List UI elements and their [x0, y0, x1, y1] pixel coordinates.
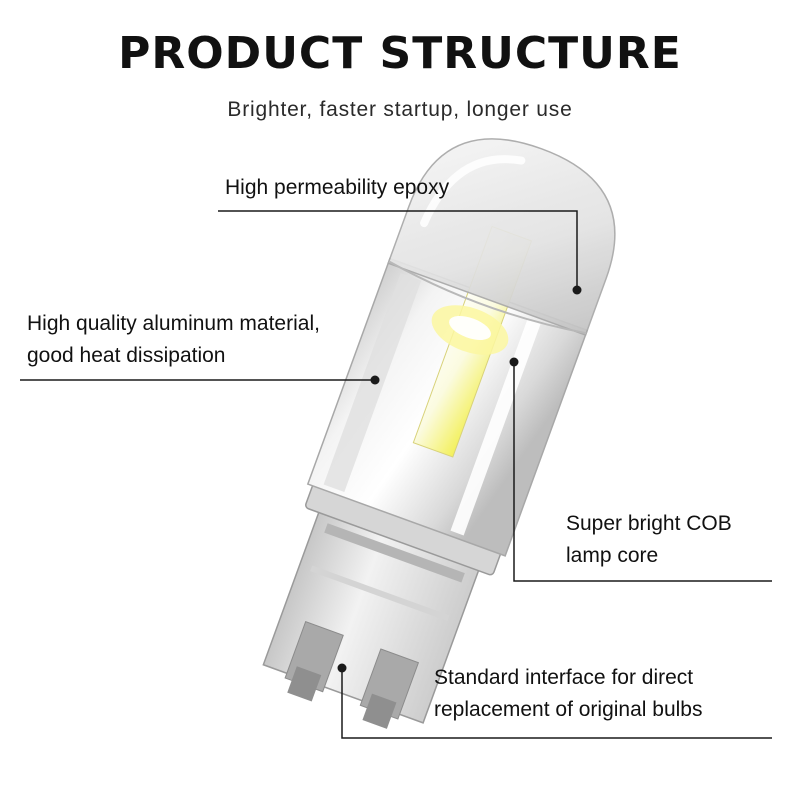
aluminum-callout: High quality aluminum material, good hea… — [27, 308, 320, 372]
aluminum-pointer-dot — [370, 375, 380, 385]
interface-pointer-dot — [337, 663, 347, 673]
cob-pointer-dot — [509, 357, 519, 367]
interface-callout: Standard interface for direct replacemen… — [434, 662, 703, 726]
aluminum-callout-line-2: good heat dissipation — [27, 344, 226, 367]
epoxy-callout-line: High permeability epoxy — [225, 176, 450, 199]
cob-callout-line-2: lamp core — [566, 544, 659, 567]
aluminum-callout-line-1: High quality aluminum material, — [27, 312, 320, 335]
epoxy-leader-line — [218, 210, 578, 290]
page-title: PRODUCT STRUCTURE — [118, 28, 682, 79]
interface-leader-line — [341, 668, 772, 739]
cob-callout-line-1: Super bright COB — [566, 512, 732, 535]
epoxy-pointer-dot — [572, 285, 582, 295]
interface-callout-line-2: replacement of original bulbs — [434, 698, 703, 721]
wedge-base — [262, 504, 483, 729]
interface-callout-line-1: Standard interface for direct — [434, 666, 694, 689]
epoxy-callout: High permeability epoxy — [225, 172, 449, 204]
cob-leader-line — [513, 362, 772, 582]
page-subtitle: Brighter, faster startup, longer use — [227, 98, 573, 121]
cob-callout: Super bright COB lamp core — [566, 508, 732, 572]
